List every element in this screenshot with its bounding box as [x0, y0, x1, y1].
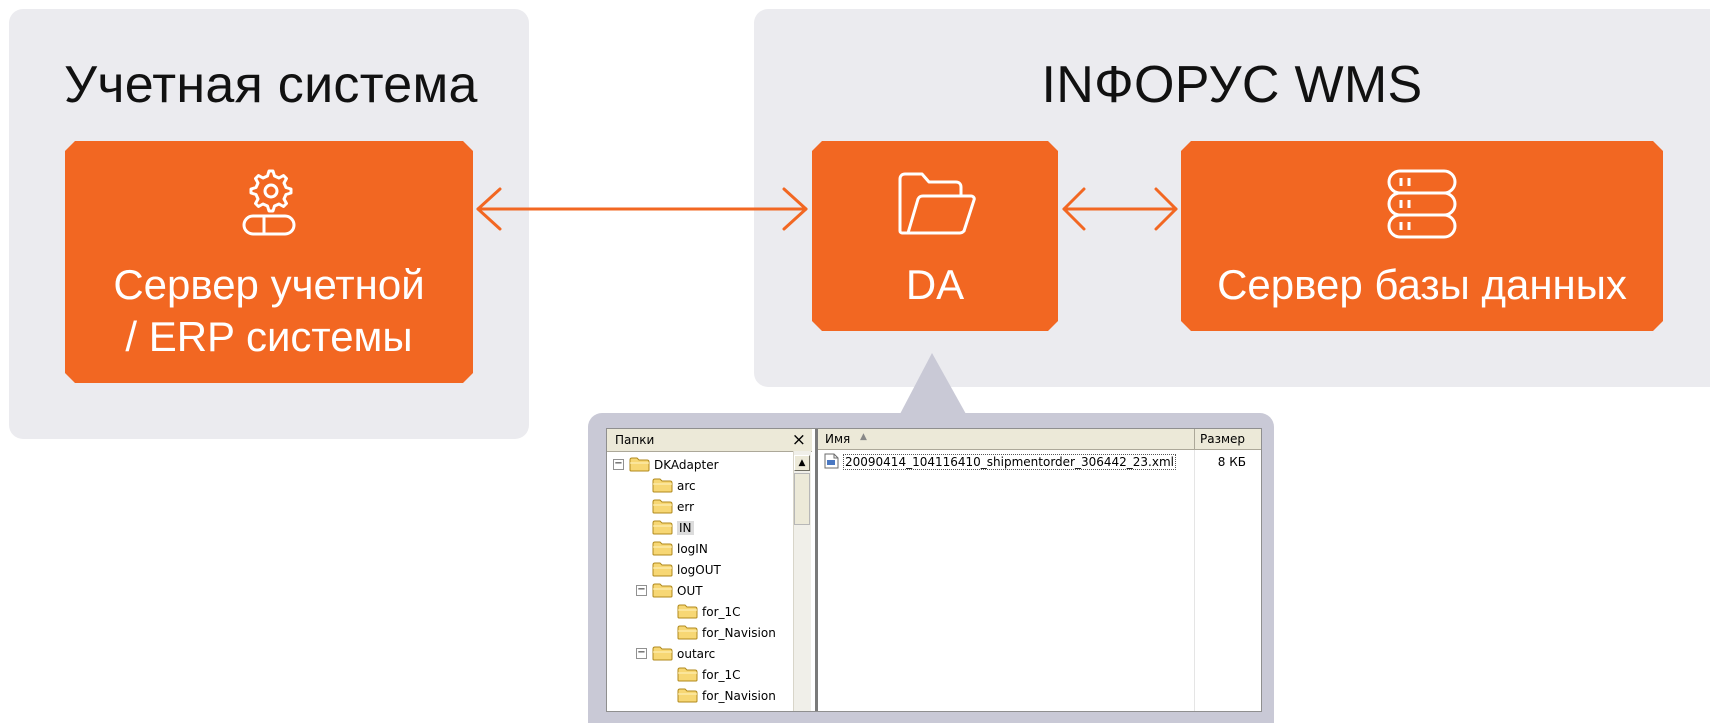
tree-item-for_1c[interactable]: for_1C	[677, 601, 741, 622]
file-row[interactable]: 20090414_104116410_shipmentorder_306442_…	[822, 453, 1258, 471]
accounting-system-title: Учетная система	[64, 56, 478, 114]
erp-server-node: Сервер учетной / ERP системы	[65, 141, 473, 383]
folder-icon	[652, 541, 673, 556]
tree-item-dkadapter[interactable]: − DKAdapter	[613, 454, 719, 475]
tree-item-label: OUT	[677, 583, 703, 598]
folder-icon	[652, 499, 673, 514]
collapse-icon[interactable]: −	[636, 647, 647, 659]
folder-icon	[677, 604, 698, 619]
tree-item-label: logIN	[677, 541, 708, 556]
tree-item-in[interactable]: IN	[652, 517, 694, 538]
tree-item-login[interactable]: logIN	[652, 538, 708, 559]
scroll-thumb[interactable]	[794, 473, 810, 525]
tree-item-label: for_Navision	[702, 625, 776, 640]
file-name[interactable]: 20090414_104116410_shipmentorder_306442_…	[843, 454, 1176, 470]
gear-server-icon	[230, 166, 308, 238]
sort-ascending-icon: ▲	[860, 432, 867, 442]
da-label: DA	[905, 261, 965, 308]
tree-item-label: for_1C	[702, 667, 741, 682]
folders-title: Папки	[615, 433, 655, 447]
column-header-name[interactable]: Имя	[825, 432, 851, 446]
folder-icon	[652, 562, 673, 577]
size-column	[1194, 450, 1261, 711]
folders-header: Папки ×	[607, 429, 812, 452]
database-server-node: Сервер базы данных	[1181, 141, 1663, 331]
folder-icon	[677, 625, 698, 640]
file-size: 8 КБ	[1217, 455, 1246, 469]
tree-item-for_1c[interactable]: for_1C	[677, 664, 741, 685]
folder-icon	[652, 646, 673, 661]
tree-item-logout[interactable]: logOUT	[652, 559, 721, 580]
tree-item-label: for_Navision	[702, 688, 776, 703]
files-pane: Имя ▲ Размер 20090414_104116410_shipment…	[815, 429, 1261, 711]
folder-icon	[629, 457, 650, 472]
folder-icon	[652, 478, 673, 493]
tree-item-err[interactable]: err	[652, 496, 694, 517]
folder-icon	[677, 688, 698, 703]
erp-server-label-line1: Сервер учетной	[113, 261, 425, 308]
collapse-icon[interactable]: −	[636, 584, 647, 596]
tree-item-label: logOUT	[677, 562, 721, 577]
tree-item-label: IN	[677, 520, 694, 535]
erp-server-label-line2: / ERP системы	[125, 313, 413, 360]
database-server-label: Сервер базы данных	[1217, 261, 1627, 308]
database-icon	[1387, 169, 1457, 239]
tree-item-out[interactable]: − OUT	[636, 580, 703, 601]
collapse-icon[interactable]: −	[613, 458, 624, 470]
tree-item-for_navision[interactable]: for_Navision	[677, 685, 776, 706]
folder-icon	[677, 667, 698, 682]
tree-item-for_navision[interactable]: for_Navision	[677, 622, 776, 643]
column-header-size[interactable]: Размер	[1200, 432, 1246, 446]
tree-item-outarc[interactable]: − outarc	[636, 643, 715, 664]
tree-scrollbar[interactable]: ▲	[793, 451, 811, 711]
files-header: Имя ▲ Размер	[818, 429, 1261, 450]
close-icon[interactable]: ×	[791, 430, 806, 450]
xml-file-icon	[824, 453, 839, 469]
tree-item-label: err	[677, 499, 695, 514]
da-node: DA	[812, 141, 1058, 331]
tree-item-label: for_1C	[702, 604, 741, 619]
tree-item-label: outarc	[677, 646, 716, 661]
scroll-up-button[interactable]: ▲	[794, 455, 810, 471]
folder-open-icon	[898, 171, 976, 239]
tree-item-label: DKAdapter	[654, 457, 719, 472]
tree-item-label: arc	[677, 478, 696, 493]
folder-icon	[652, 520, 673, 535]
wms-title: INФОРУС WMS	[1041, 56, 1423, 114]
tree-item-arc[interactable]: arc	[652, 475, 696, 496]
folder-icon	[652, 583, 673, 598]
column-header-size-cell[interactable]: Размер	[1194, 429, 1261, 449]
